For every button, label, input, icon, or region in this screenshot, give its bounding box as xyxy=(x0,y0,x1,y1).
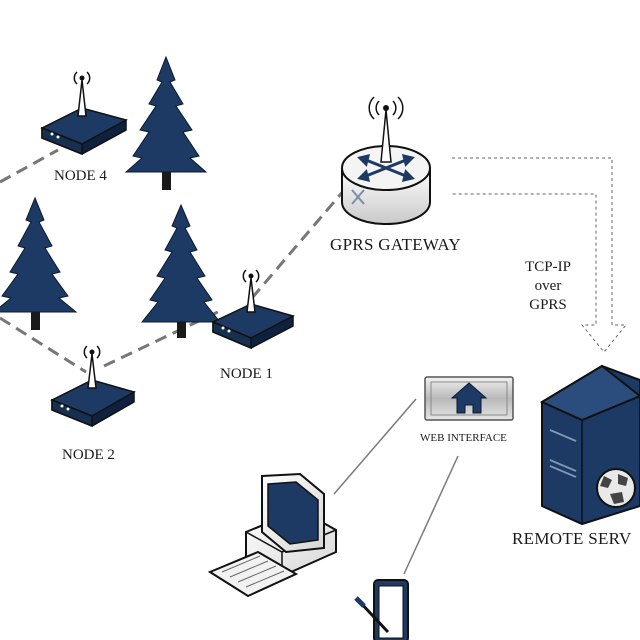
mesh-links xyxy=(0,148,348,374)
node-1-label: NODE 1 xyxy=(220,366,273,382)
sensor-node-2 xyxy=(50,345,136,428)
router-front-arrows-icon xyxy=(351,189,365,205)
sensor-node-1 xyxy=(211,269,296,350)
tree-middle xyxy=(140,203,222,338)
tcp-ip-link-arrow xyxy=(452,157,628,353)
web-links xyxy=(333,398,459,575)
over-line: over xyxy=(534,278,562,294)
remote-server xyxy=(539,364,640,526)
link-node1-gateway xyxy=(250,187,348,299)
desktop-computer xyxy=(207,472,337,598)
tree-left xyxy=(0,196,78,330)
node-2-label: NODE 2 xyxy=(62,447,115,463)
web-interface-panel xyxy=(424,376,514,421)
gprs-line: GPRS xyxy=(529,297,567,313)
link-node2-node1 xyxy=(103,308,223,368)
tree-top-center xyxy=(124,55,208,190)
link-edge-node4 xyxy=(0,148,59,184)
tablet-device xyxy=(354,579,409,640)
sensor-node-4 xyxy=(40,71,128,156)
tcp-ip-line: TCP-IP xyxy=(525,259,571,275)
home-icon xyxy=(450,382,488,414)
tcp-ip-over-gprs-label: TCP-IP over GPRS xyxy=(516,258,580,315)
node-4-label: NODE 4 xyxy=(54,168,107,184)
remote-server-label: REMOTE SERV xyxy=(512,529,632,548)
web-interface-label: WEB INTERFACE xyxy=(420,432,507,444)
gprs-gateway-label: GPRS GATEWAY xyxy=(330,235,461,254)
link-left-node2 xyxy=(0,316,87,374)
gprs-gateway-router xyxy=(341,96,431,225)
